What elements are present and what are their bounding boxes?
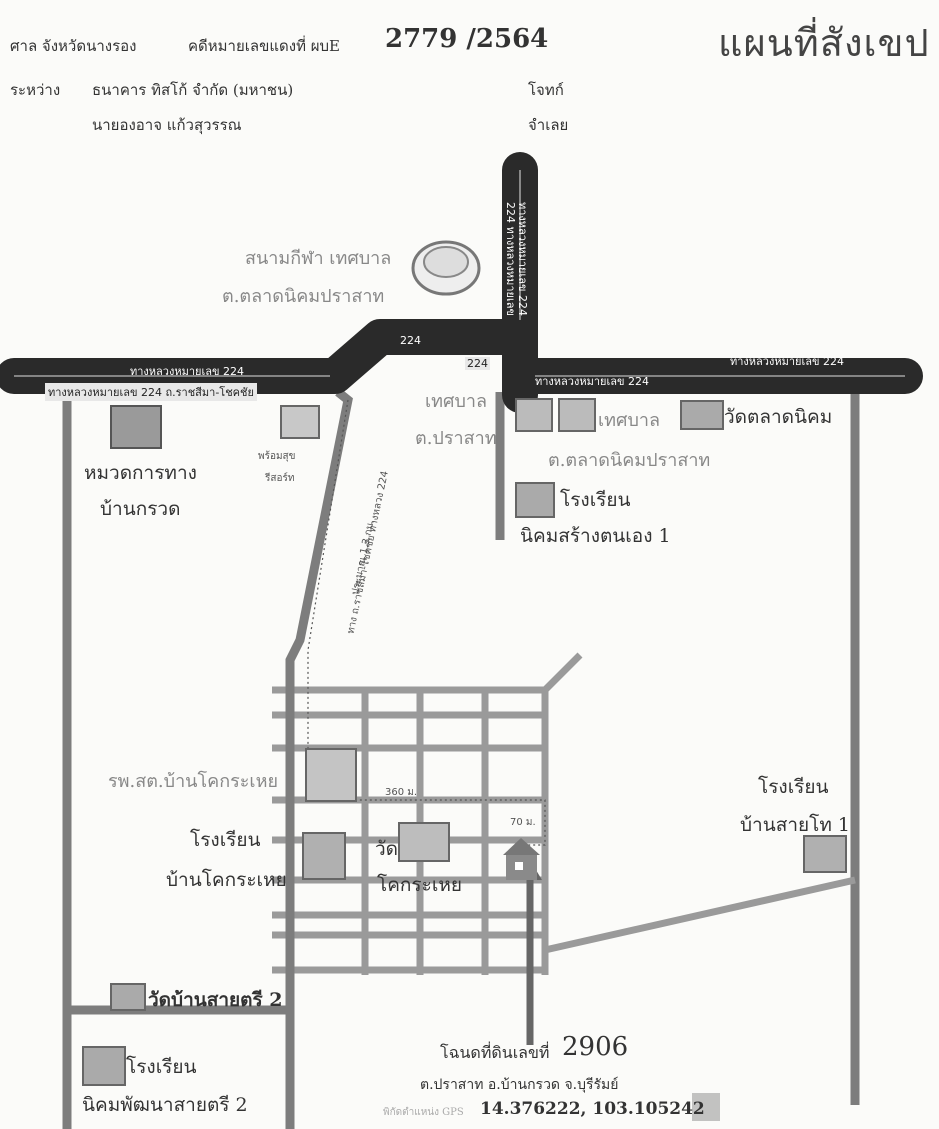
- resort-building-icon: [280, 405, 320, 439]
- school-khok-label: โรงเรียน: [190, 829, 261, 851]
- wat-khok-icon: [398, 822, 450, 862]
- highway-224: [0, 152, 923, 413]
- resort-label: พร้อมสุข: [258, 451, 296, 462]
- school-saisri-label: โรงเรียน: [126, 1056, 197, 1078]
- road-label: ทางหลวงหมายเลข 224 ถ.ราชสีมา-โชคชัย: [45, 383, 257, 401]
- qr-mark: [692, 1093, 720, 1121]
- school-saitho-icon: [803, 835, 847, 873]
- stadium-label: สนามกีฬา เทศบาล: [245, 248, 392, 269]
- health-center-icon: [305, 748, 357, 802]
- school-khok-icon: [302, 832, 346, 880]
- wat-talad-icon: [680, 400, 724, 430]
- gps-label: พิกัดตำแหน่ง GPS: [383, 1107, 464, 1118]
- wat-khok-label: วัด: [375, 838, 399, 860]
- case-number: 2779 /2564: [385, 24, 549, 54]
- school-saitho-label-2: บ้านสายโท 1: [740, 814, 850, 836]
- wat-saisri-icon: [110, 983, 146, 1011]
- gps-coordinates: 14.376222, 103.105242: [480, 1099, 705, 1119]
- school-nikhom-icon: [515, 482, 555, 518]
- arrow-to-plot: [518, 860, 542, 1045]
- school-saisri-label-2: นิคมพัฒนาสายตรี 2: [82, 1094, 248, 1116]
- court-name: ศาล จังหวัดนางรอง: [10, 37, 137, 55]
- plot-house-icon: [503, 838, 540, 880]
- muni-talad-label-2: ต.ตลาดนิคมปราสาท: [548, 450, 711, 471]
- side-road: [285, 388, 353, 1129]
- stadium-label-2: ต.ตลาดนิคมปราสาท: [222, 286, 385, 307]
- road-label: ทางหลวงหมายเลข 224: [535, 375, 649, 388]
- village-grid: [272, 652, 856, 975]
- deed-location: ต.ปราสาท อ.บ้านกรวด จ.บุรีรัมย์: [420, 1077, 619, 1093]
- muni-talad-label: เทศบาล: [598, 410, 661, 431]
- highway-office-label: หมวดการทาง: [84, 462, 197, 484]
- plaintiff-name: ธนาคาร ทิสโก้ จำกัด (มหาชน): [92, 81, 294, 99]
- local-roads: [62, 392, 860, 1129]
- muni-prasat-label-2: ต.ปราสาท: [415, 428, 497, 449]
- school-nikhom-label: โรงเรียน: [560, 489, 631, 511]
- highway-office-label-2: บ้านกรวด: [100, 498, 181, 520]
- road-label: ทางหลวงหมายเลข 224: [515, 202, 529, 316]
- route-dotted: [307, 399, 546, 846]
- school-khok-label-2: บ้านโคกระเหย: [166, 869, 287, 891]
- wat-khok-label-2: โคกระเหย: [377, 874, 462, 896]
- muni-prasat-label: เทศบาล: [425, 391, 488, 412]
- muni-building-icon: [515, 398, 553, 432]
- road-label: ทางหลวงหมายเลข 224: [130, 365, 244, 378]
- road-label: 224: [465, 357, 490, 370]
- stadium-icon: [411, 240, 481, 296]
- distance-70: 70 ม.: [510, 817, 536, 828]
- health-center-label: รพ.สต.บ้านโคกระเหย: [108, 771, 278, 792]
- wat-talad-label: วัดตลาดนิคม: [724, 406, 833, 428]
- defendant-name: นายองอาจ แก้วสุวรรณ: [92, 116, 242, 134]
- defendant-role: จำเลย: [528, 116, 569, 134]
- school-saisri-icon: [82, 1046, 126, 1086]
- highway-office-building-icon: [110, 405, 162, 449]
- case-label: คดีหมายเลขแดงที่ ผบE: [188, 37, 340, 55]
- resort-label-2: รีสอร์ท: [265, 473, 295, 484]
- plaintiff-role: โจทก์: [528, 81, 564, 99]
- muni-building-icon-2: [558, 398, 596, 432]
- road-label: ทางหลวงหมายเลข 224: [730, 355, 844, 368]
- page-title: แผนที่สังเขป: [718, 21, 930, 65]
- road-label: 224: [400, 334, 421, 347]
- wat-saisri-label: วัดบ้านสายตรี 2: [148, 989, 283, 1011]
- distance-360: 360 ม.: [385, 787, 418, 798]
- deed-label: โฉนดที่ดินเลขที่: [440, 1043, 550, 1062]
- deed-number: 2906: [562, 1032, 629, 1062]
- school-nikhom-label-2: นิคมสร้างตนเอง 1: [520, 525, 671, 547]
- school-saitho-label: โรงเรียน: [758, 776, 829, 798]
- between-label: ระหว่าง: [10, 81, 61, 99]
